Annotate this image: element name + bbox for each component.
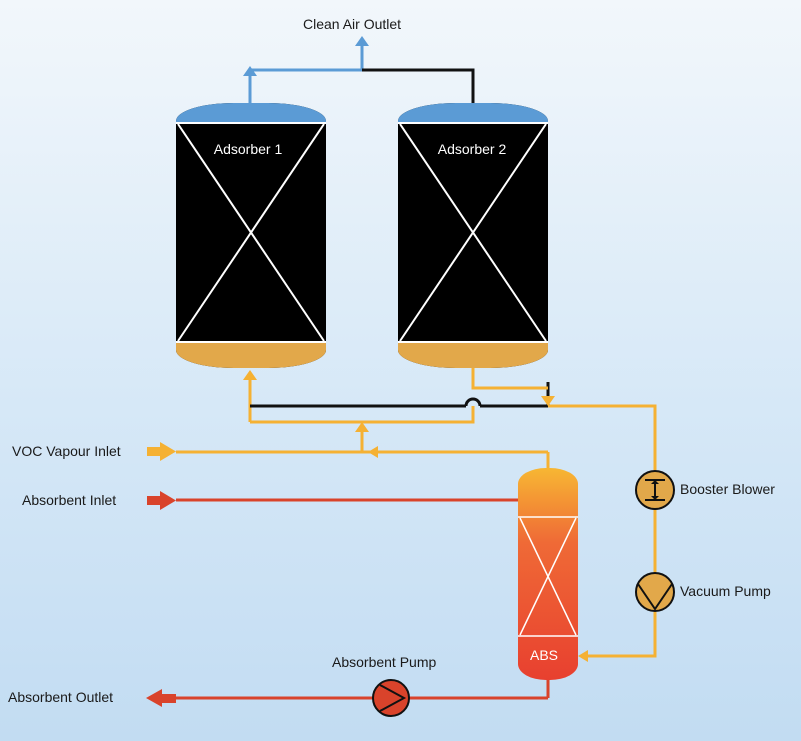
adsorber1-outlet-arrow-icon	[243, 66, 257, 76]
clean-air-lines	[243, 36, 475, 103]
regen-return-arrow-icon	[578, 650, 588, 662]
adsorber-1-vessel	[176, 103, 326, 368]
regeneration-line	[578, 510, 657, 662]
booster-blower-label: Booster Blower	[680, 481, 775, 497]
clean-air-arrow-up-icon	[355, 36, 369, 46]
blower-icon	[635, 470, 675, 510]
absorbent-outlet-line	[146, 680, 550, 707]
absorbent-outlet-label: Absorbent Outlet	[8, 689, 113, 705]
voc-inlet-arrow-icon	[160, 442, 176, 461]
vacuum-pump-icon	[635, 572, 675, 612]
voc-return-arrow-icon	[368, 446, 378, 458]
adsorber-1-label: Adsorber 1	[214, 141, 283, 157]
voc-inlet-line	[147, 442, 550, 468]
absorbent-inlet-line	[147, 491, 549, 510]
vacuum-pump-label: Vacuum Pump	[680, 583, 771, 599]
absorbent-inlet-arrow-icon	[160, 491, 176, 510]
adsorber-2-vessel	[398, 103, 548, 368]
clean-air-outlet-label: Clean Air Outlet	[303, 16, 401, 32]
abs-column	[518, 468, 578, 680]
absorbent-inlet-label: Absorbent Inlet	[22, 492, 116, 508]
header-arrow-up-icon	[355, 422, 369, 432]
abs-label: ABS	[530, 647, 558, 663]
bottom-manifold	[243, 368, 657, 470]
absorbent-outlet-arrow-icon	[146, 689, 162, 707]
voc-vapour-inlet-label: VOC Vapour Inlet	[12, 443, 121, 459]
pump-icon	[372, 679, 410, 717]
absorbent-pump-label: Absorbent Pump	[332, 654, 436, 670]
adsorber1-inlet-arrow-icon	[243, 370, 257, 380]
regen-arrow-down-icon	[541, 396, 555, 406]
adsorber-2-label: Adsorber 2	[438, 141, 507, 157]
